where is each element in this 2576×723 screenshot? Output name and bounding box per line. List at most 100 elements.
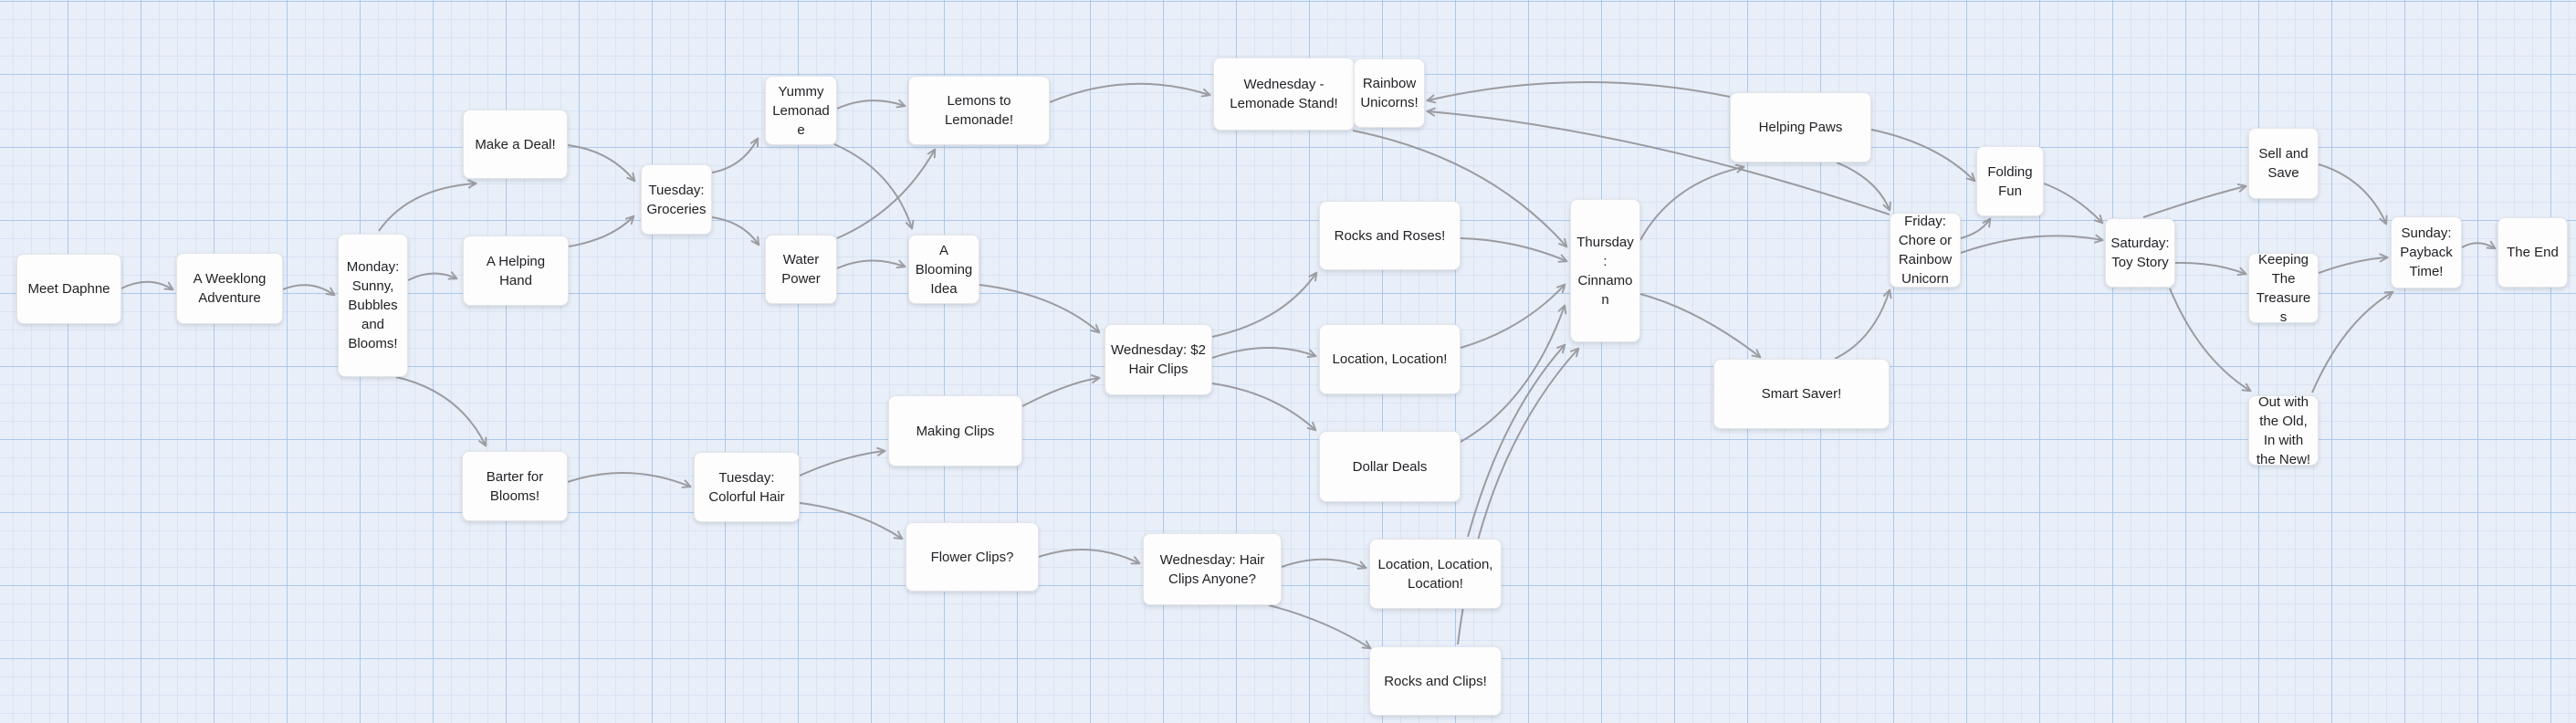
edge-saturday-toy-story-keeping-treasures	[2174, 261, 2247, 277]
node-a-helping-hand[interactable]: A Helping Hand	[463, 236, 569, 306]
node-folding-fun[interactable]: Folding Fun	[1976, 146, 2044, 216]
edge-monday-a-helping-hand	[407, 271, 458, 281]
node-label: Tuesday: Groceries	[646, 182, 707, 217]
node-label: Tuesday: Colorful Hair	[708, 469, 785, 505]
node-label: Rainbow Unicorns!	[1360, 76, 1419, 110]
edge-make-a-deal-tuesday-groceries	[567, 144, 636, 183]
edge-friday-chore-saturday-toy-story	[1960, 234, 2104, 254]
edge-wednesday-hair-clips-anyone-location-x3	[1281, 558, 1367, 570]
node-label: Flower Clips?	[930, 549, 1014, 565]
node-wednesday-hair-clips-anyone[interactable]: Wednesday: Hair Clips Anyone?	[1143, 533, 1282, 605]
node-sell-and-save[interactable]: Sell and Save	[2248, 128, 2319, 199]
node-rocks-and-clips[interactable]: Rocks and Clips!	[1369, 646, 1502, 716]
edge-yummy-lemonade-lemons-to-lemonade	[836, 99, 906, 110]
node-label: Sunday: Payback Time!	[2400, 225, 2453, 279]
node-label: The End	[2507, 245, 2559, 260]
edge-tuesday-colorful-hair-making-clips	[799, 446, 886, 477]
node-label: A Helping Hand	[486, 253, 546, 288]
node-tuesday-groceries[interactable]: Tuesday: Groceries	[641, 164, 712, 235]
edge-thursday-cinnamon-smart-saver	[1639, 293, 1762, 359]
edge-yummy-lemonade-a-blooming-idea	[833, 143, 915, 230]
edge-dollar-deals-thursday-cinnamon	[1460, 304, 1567, 443]
node-label: Monday: Sunny, Bubbles and Blooms!	[346, 259, 400, 351]
node-label: Meet Daphne	[27, 281, 110, 297]
edge-a-blooming-idea-wednesday-2-hair-clips	[979, 284, 1101, 334]
edge-helping-paws-friday-chore	[1836, 162, 1891, 212]
edge-barter-for-blooms-tuesday-colorful-hair	[559, 472, 692, 488]
node-label: Rocks and Roses!	[1334, 227, 1446, 244]
node-label: Helping Paws	[1758, 120, 1843, 135]
edge-wednesday-lemonade-stand-thursday-cinnamon	[1352, 130, 1568, 248]
edge-saturday-toy-story-sell-and-save	[2142, 183, 2247, 218]
node-smart-saver[interactable]: Smart Saver!	[1713, 359, 1890, 429]
edge-thursday-cinnamon-helping-paws	[1639, 163, 1745, 241]
edge-folding-fun-saturday-toy-story	[2043, 183, 2104, 225]
node-label: Saturday: Toy Story	[2110, 236, 2170, 270]
node-tuesday-colorful-hair[interactable]: Tuesday: Colorful Hair	[694, 452, 800, 522]
edge-saturday-toy-story-out-with-old	[2169, 288, 2252, 393]
edge-lemons-to-lemonade-wednesday-lemonade-stand	[1049, 82, 1211, 103]
edge-location-x3-thursday-cinnamon	[1467, 343, 1566, 538]
node-location-x3[interactable]: Location, Location, Location!	[1369, 539, 1502, 609]
node-label: Location, Location, Location!	[1377, 556, 1493, 592]
node-keeping-treasures[interactable]: Keeping The Treasures	[2248, 253, 2319, 323]
node-label: Make a Deal!	[475, 136, 556, 152]
node-label: Making Clips	[916, 423, 995, 439]
edge-helping-paws-rainbow-unicorns	[1426, 80, 1731, 104]
node-label: Lemons to Lemonade!	[944, 93, 1014, 128]
edge-location-location-thursday-cinnamon	[1460, 283, 1566, 349]
node-label: Rocks and Clips!	[1384, 673, 1487, 689]
edge-sell-and-save-sunday-payback	[2318, 163, 2388, 225]
node-weeklong-adventure[interactable]: A Weeklong Adventure	[176, 253, 283, 324]
node-label: A Blooming Idea	[915, 242, 973, 297]
node-rocks-and-roses[interactable]: Rocks and Roses!	[1319, 201, 1461, 270]
node-wednesday-2-hair-clips[interactable]: Wednesday: $2 Hair Clips	[1105, 324, 1212, 395]
node-wednesday-lemonade-stand[interactable]: Wednesday - Lemonade Stand!	[1213, 58, 1355, 131]
edge-wednesday-2-hair-clips-location-location	[1211, 346, 1317, 359]
node-barter-for-blooms[interactable]: Barter for Blooms!	[462, 451, 568, 521]
edge-friday-chore-folding-fun	[1960, 217, 1992, 239]
edge-water-power-a-blooming-idea	[836, 259, 906, 269]
edge-monday-barter-for-blooms	[395, 376, 487, 447]
node-sunday-payback[interactable]: Sunday: Payback Time!	[2391, 216, 2462, 288]
node-rainbow-unicorns[interactable]: Rainbow Unicorns!	[1354, 58, 1425, 128]
edge-friday-chore-rainbow-unicorns	[1426, 107, 1890, 215]
edge-weeklong-adventure-monday	[282, 284, 336, 297]
node-thursday-cinnamon[interactable]: Thursday: Cinnamon	[1570, 199, 1640, 342]
node-helping-paws[interactable]: Helping Paws	[1730, 92, 1871, 162]
edge-sunday-payback-the-end	[2461, 240, 2497, 250]
node-the-end[interactable]: The End	[2497, 217, 2568, 288]
node-out-with-old[interactable]: Out with the Old, In with the New!	[2248, 395, 2319, 466]
edge-tuesday-groceries-yummy-lemonade	[711, 137, 759, 173]
edge-water-power-lemons-to-lemonade	[836, 148, 937, 239]
node-label: Smart Saver!	[1761, 386, 1842, 402]
node-flower-clips[interactable]: Flower Clips?	[906, 522, 1039, 592]
node-label: Thursday: Cinnamon	[1576, 234, 1634, 308]
edge-tuesday-groceries-water-power	[711, 216, 760, 246]
node-monday[interactable]: Monday: Sunny, Bubbles and Blooms!	[338, 234, 408, 377]
node-making-clips[interactable]: Making Clips	[888, 395, 1022, 466]
node-make-a-deal[interactable]: Make a Deal!	[463, 110, 568, 179]
node-dollar-deals[interactable]: Dollar Deals	[1319, 431, 1461, 502]
node-yummy-lemonade[interactable]: Yummy Lemonade	[765, 76, 837, 145]
node-label: Folding Fun	[1987, 163, 2033, 199]
node-label: A Weeklong Adventure	[193, 271, 267, 306]
node-a-blooming-idea[interactable]: A Blooming Idea	[908, 235, 979, 304]
node-meet-daphne[interactable]: Meet Daphne	[16, 254, 121, 324]
node-saturday-toy-story[interactable]: Saturday: Toy Story	[2105, 218, 2175, 288]
edge-smart-saver-friday-chore	[1834, 288, 1892, 360]
edge-wednesday-2-hair-clips-dollar-deals	[1211, 382, 1317, 432]
node-water-power[interactable]: Water Power	[765, 235, 837, 304]
node-friday-chore[interactable]: Friday: Chore or Rainbow Unicorn	[1890, 213, 1961, 288]
edge-making-clips-wednesday-2-hair-clips	[1021, 374, 1101, 407]
edge-wednesday-2-hair-clips-rocks-and-roses	[1211, 271, 1318, 338]
node-label: Wednesday - Lemonade Stand!	[1230, 77, 1338, 111]
node-label: Water Power	[781, 252, 821, 287]
edge-monday-make-a-deal	[378, 179, 477, 232]
node-location-location[interactable]: Location, Location!	[1319, 324, 1461, 394]
edge-out-with-old-sunday-payback	[2311, 290, 2394, 393]
node-label: Wednesday: $2 Hair Clips	[1111, 342, 1206, 377]
node-label: Sell and Save	[2258, 146, 2309, 181]
node-lemons-to-lemonade[interactable]: Lemons to Lemonade!	[908, 76, 1050, 145]
